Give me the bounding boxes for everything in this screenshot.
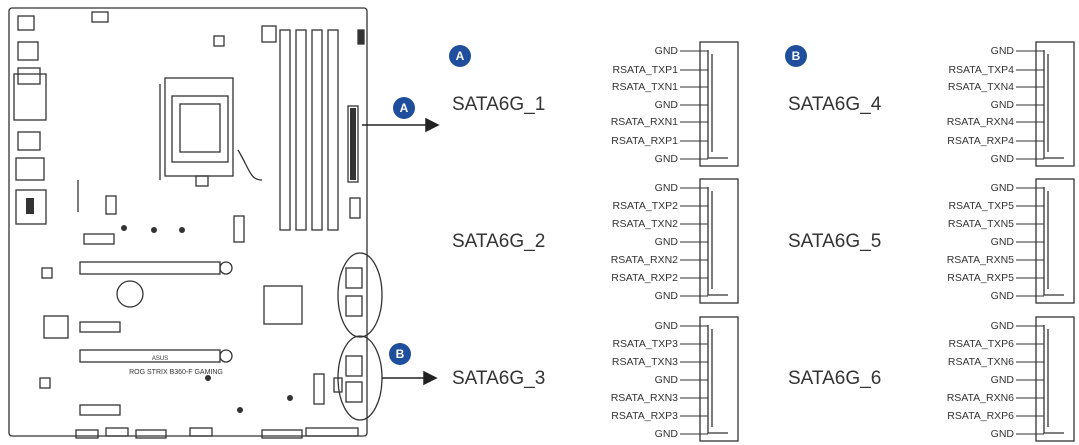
pin-label: RSATA_TXP2: [612, 200, 678, 212]
sata-group-b-highlight: [337, 335, 383, 421]
pin-label: RSATA_RXN3: [610, 392, 678, 404]
motherboard-diagram: ASUS ROG STRIX B360-F GAMING: [8, 7, 440, 439]
pin-label: RSATA_TXN2: [611, 218, 678, 230]
pcie-slot: [79, 349, 221, 363]
pcie-slot: [79, 404, 121, 416]
pin-label: RSATA_TXP4: [948, 64, 1014, 76]
pin-label: GND: [654, 290, 678, 302]
board-model: ROG STRIX B360-F GAMING: [129, 369, 223, 376]
pin-label: GND: [654, 99, 678, 111]
sata-connector-1: [680, 41, 739, 167]
badge-b-header: B: [785, 45, 807, 67]
pin-label: GND: [654, 428, 678, 440]
pin-label: GND: [990, 99, 1014, 111]
pin-label: RSATA_TXP6: [948, 338, 1014, 350]
pin-label: RSATA_TXP5: [948, 200, 1014, 212]
sata-connector-3: [680, 316, 739, 442]
sata-connector-6: [1016, 316, 1075, 442]
pcie-slot: [79, 261, 221, 275]
board-outline: [8, 7, 368, 437]
pin-label: RSATA_RXP3: [611, 410, 678, 422]
pin-label: RSATA_RXP5: [947, 272, 1014, 284]
pin-label: RSATA_TXN3: [611, 356, 678, 368]
pin-label: RSATA_RXN4: [946, 116, 1014, 128]
pin-label: RSATA_TXN4: [947, 81, 1014, 93]
pin-label: GND: [990, 236, 1014, 248]
pin-label: RSATA_TXN6: [947, 356, 1014, 368]
pin-label: GND: [990, 153, 1014, 165]
pin-label: GND: [990, 290, 1014, 302]
port-label-sata6g-2: SATA6G_2: [452, 231, 546, 252]
port-label-sata6g-4: SATA6G_4: [788, 94, 882, 115]
port-label-sata6g-3: SATA6G_3: [452, 368, 546, 389]
pin-label: RSATA_RXN1: [610, 116, 678, 128]
port-label-sata6g-1: SATA6G_1: [452, 94, 546, 115]
badge-b-board: B: [389, 343, 411, 365]
sata-connector-2: [680, 178, 739, 304]
pin-label: RSATA_TXN1: [611, 81, 678, 93]
pin-label: RSATA_RXP2: [611, 272, 678, 284]
dimm-slot: [295, 29, 307, 231]
pin-label: RSATA_RXP6: [947, 410, 1014, 422]
pin-label: GND: [990, 320, 1014, 332]
pin-label: GND: [990, 45, 1014, 57]
cpu-socket: [164, 77, 234, 177]
dimm-slot: [279, 29, 291, 231]
pin-label: GND: [654, 320, 678, 332]
cmos-battery: [116, 280, 144, 308]
pin-label: RSATA_RXP4: [947, 135, 1014, 147]
pin-label: RSATA_TXP1: [612, 64, 678, 76]
pin-label: RSATA_RXP1: [611, 135, 678, 147]
port-label-sata6g-6: SATA6G_6: [788, 368, 882, 389]
pin-label: GND: [654, 45, 678, 57]
pin-label: GND: [654, 374, 678, 386]
pin-label: GND: [990, 374, 1014, 386]
port-label-sata6g-5: SATA6G_5: [788, 231, 882, 252]
board-brand: ASUS: [152, 356, 168, 362]
dimm-slot: [327, 29, 339, 231]
sata-connector-4: [1016, 41, 1075, 167]
pin-label: GND: [654, 236, 678, 248]
pin-label: GND: [990, 428, 1014, 440]
pin-label: RSATA_RXN5: [946, 254, 1014, 266]
badge-a-board: A: [393, 97, 415, 119]
pin-label: RSATA_RXN2: [610, 254, 678, 266]
pin-label: GND: [654, 153, 678, 165]
pin-label: GND: [990, 182, 1014, 194]
badge-a-header: A: [449, 45, 471, 67]
pin-label: RSATA_TXP3: [612, 338, 678, 350]
pcie-slot: [79, 321, 121, 333]
dimm-slot: [311, 29, 323, 231]
pin-label: RSATA_TXN5: [947, 218, 1014, 230]
sata-group-a-highlight: [337, 252, 383, 338]
pin-label: GND: [654, 182, 678, 194]
chipset: [263, 285, 303, 325]
pin-label: RSATA_RXN6: [946, 392, 1014, 404]
sata-connector-5: [1016, 178, 1075, 304]
